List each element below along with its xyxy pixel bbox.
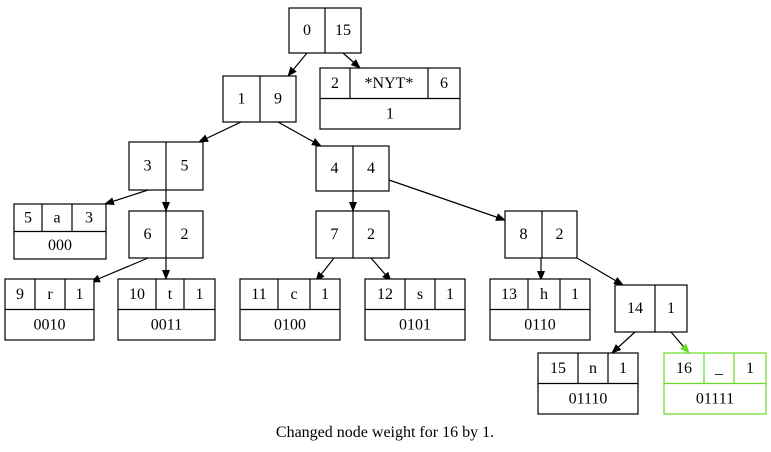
node-weight: 9 [274,91,282,108]
leaf-code: 01111 [696,390,734,407]
node-box [504,210,578,259]
tree-node-internal-14: 14 1 [614,284,688,333]
tree-node-leaf-9: 9 r 1 0010 [4,278,95,341]
leaf-symbol: r [47,286,53,303]
leaf-order-number: 5 [24,209,32,226]
leaf-weight: 1 [446,286,454,303]
leaf-order-number: 10 [129,286,145,303]
leaf-symbol: a [53,209,60,226]
node-order-number: 14 [627,300,643,317]
node-weight: 4 [367,160,375,177]
node-weight: 5 [181,158,189,175]
leaf-symbol: t [168,286,173,303]
leaf-weight: 1 [321,286,329,303]
tree-node-leaf-12: 12 s 1 0101 [364,278,466,341]
leaf-weight: 3 [85,209,93,226]
tree-node-leaf-13: 13 h 1 0110 [489,278,591,341]
leaf-code: 0101 [399,316,431,333]
leaf-symbol: n [589,360,597,377]
leaf-symbol: *NYT* [365,75,414,92]
leaf-order-number: 15 [550,360,566,377]
node-weight: 1 [667,300,675,317]
leaf-code: 0011 [151,316,182,333]
edge-n3-n5 [104,189,149,206]
leaf-weight: 1 [746,360,754,377]
edge-n14-n16 [670,331,690,354]
node-weight: 2 [556,226,564,243]
edge-n0-n2 [342,52,361,69]
tree-edges [90,52,690,354]
tree-node-leaf-10: 10 t 1 0011 [117,278,216,341]
leaf-weight: 1 [196,286,204,303]
leaf-order-number: 13 [501,286,517,303]
node-order-number: 7 [331,226,339,243]
edge-n6-n9 [90,257,149,283]
node-box [614,284,688,333]
edge-n8-n14 [576,257,624,286]
leaf-symbol: h [540,286,548,303]
diagram-caption: Changed node weight for 16 by 1. [276,424,494,441]
tree-node-leaf-2: 2 *NYT* 6 1 [319,67,461,130]
leaf-weight: 1 [76,286,84,303]
leaf-order-number: 2 [331,75,339,92]
node-order-number: 3 [144,158,152,175]
leaf-code: 0100 [274,316,306,333]
edge-n1-n4 [277,121,322,147]
leaf-code: 0010 [34,316,66,333]
edge-n7-n11 [315,257,335,282]
leaf-symbol: c [290,286,297,303]
node-order-number: 0 [303,22,311,39]
tree-node-leaf-11: 11 c 1 0100 [239,278,341,341]
tree-node-leaf-5: 5 a 3 000 [13,203,107,260]
leaf-code: 1 [386,105,394,122]
tree-node-internal-0: 0 15 [288,7,362,54]
leaf-symbol: _ [714,360,724,377]
node-weight: 2 [367,226,375,243]
leaf-weight: 6 [440,75,448,92]
edge-n14-n15 [611,331,636,354]
edge-n7-n12 [370,257,392,282]
leaf-code: 0110 [524,316,555,333]
edge-n4-n8 [388,179,506,221]
leaf-order-number: 12 [377,286,393,303]
edge-n0-n1 [287,52,308,77]
leaf-code: 01110 [569,390,608,407]
leaf-order-number: 9 [16,286,24,303]
node-order-number: 8 [520,226,528,243]
leaf-symbol: s [417,286,423,303]
node-order-number: 6 [144,226,152,243]
node-order-number: 1 [238,91,246,108]
node-weight: 2 [181,226,189,243]
tree-node-leaf-16: 16 _ 1 01111 [663,352,767,415]
tree-node-leaf-15: 15 n 1 01110 [537,352,639,415]
leaf-order-number: 16 [676,360,692,377]
leaf-code: 000 [48,237,72,254]
edge-n1-n3 [198,121,242,143]
leaf-weight: 1 [571,286,579,303]
leaf-weight: 1 [619,360,627,377]
node-weight: 15 [335,22,351,39]
node-order-number: 4 [331,160,339,177]
leaf-order-number: 11 [251,286,266,303]
